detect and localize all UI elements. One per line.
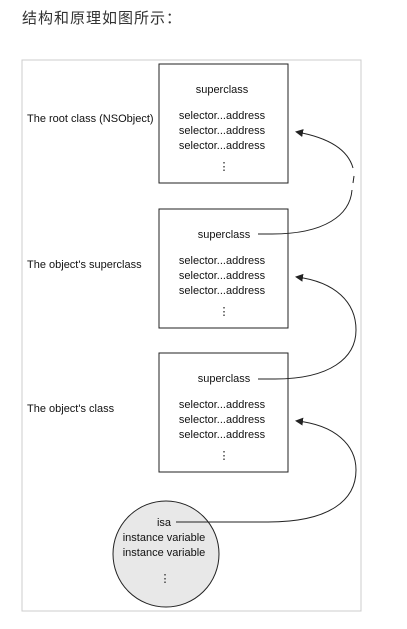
class-box-superclass-method-2: selector...address xyxy=(179,270,266,282)
diagram-frame xyxy=(21,59,362,612)
class-box-root-method-2: selector...address xyxy=(179,125,266,137)
class-box-superclass-rect xyxy=(158,208,289,329)
class-box-class-method-3: selector...address xyxy=(179,429,266,441)
instance-circle xyxy=(112,500,220,608)
class-box-superclass-superclass: superclass xyxy=(198,229,251,241)
class-box-superclass-label: The object's superclass xyxy=(27,259,142,271)
arrow-superclass-to-root-dash-1 xyxy=(352,175,355,184)
class-box-class-rect xyxy=(158,352,289,473)
instance-isa-label: isa xyxy=(157,517,172,529)
class-box-superclass-ellipsis: ⋮ xyxy=(219,306,230,318)
arrow-superclass-to-root xyxy=(258,189,353,235)
class-box-superclass-method-3: selector...address xyxy=(179,285,266,297)
class-box-class: superclass selector...address selector..… xyxy=(27,352,289,473)
class-box-superclass-method-1: selector...address xyxy=(179,255,266,267)
instance-object: isa instance variable instance variable … xyxy=(112,500,220,608)
arrow-superclass-to-root-dash-2 xyxy=(295,129,354,169)
class-box-root: superclass selector...address selector..… xyxy=(27,63,289,184)
class-box-class-ellipsis: ⋮ xyxy=(219,450,230,462)
instance-variable-1: instance variable xyxy=(123,532,206,544)
class-box-class-method-2: selector...address xyxy=(179,414,266,426)
instance-variable-2: instance variable xyxy=(123,547,206,559)
class-box-root-method-3: selector...address xyxy=(179,140,266,152)
class-box-class-superclass: superclass xyxy=(198,373,251,385)
class-box-class-method-1: selector...address xyxy=(179,399,266,411)
class-box-root-superclass: superclass xyxy=(196,84,249,96)
arrow-isa-to-class xyxy=(176,417,357,523)
class-box-root-ellipsis: ⋮ xyxy=(219,161,230,173)
instance-ellipsis: ⋮ xyxy=(160,573,171,585)
page-heading: 结构和原理如图所示： xyxy=(22,9,183,27)
class-box-root-method-1: selector...address xyxy=(179,110,266,122)
class-box-root-rect xyxy=(158,63,289,184)
class-box-root-label: The root class (NSObject) xyxy=(27,113,154,125)
class-box-superclass: superclass selector...address selector..… xyxy=(27,208,289,329)
class-box-class-label: The object's class xyxy=(27,403,115,415)
arrow-class-to-superclass xyxy=(258,273,357,380)
